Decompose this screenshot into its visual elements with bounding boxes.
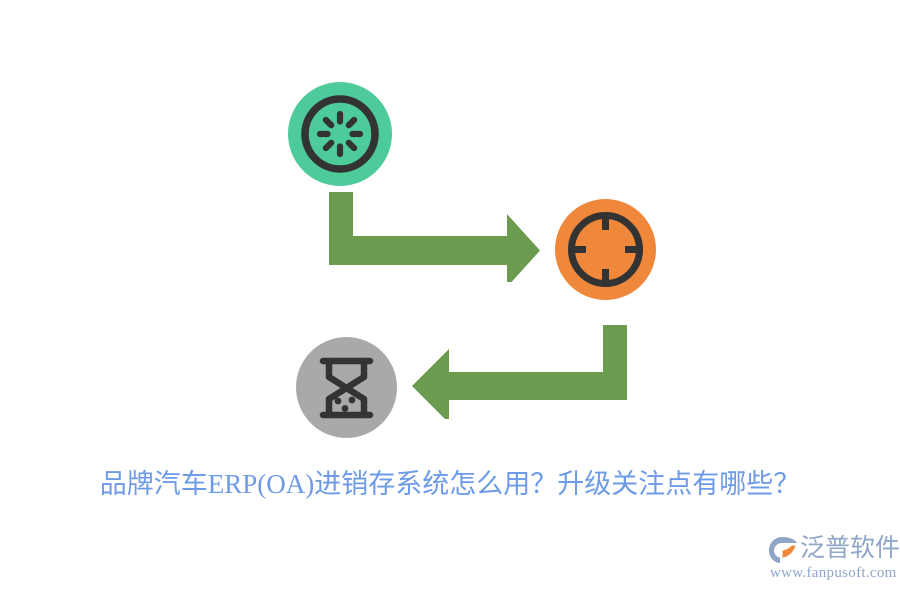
- hourglass-icon: [319, 357, 374, 419]
- fanpu-swoosh-logo-icon: [768, 536, 798, 564]
- watermark-url: www.fanpusoft.com: [770, 565, 897, 581]
- watermark: 泛普软件 www.fanpusoft.com: [768, 534, 900, 586]
- elbow-arrow-down-right-icon: [329, 192, 540, 282]
- node-loading-badge: [288, 82, 392, 186]
- elbow-arrow-down-left-icon: [412, 325, 627, 419]
- caption-text: 品牌汽车ERP(OA)进销存系统怎么用？升级关注点有哪些？: [99, 469, 801, 499]
- node-target-badge: [555, 199, 656, 300]
- crosshair-target-icon: [568, 212, 643, 287]
- connector-target-to-hourglass: [412, 325, 627, 419]
- loading-spinner-icon: [301, 95, 379, 173]
- node-hourglass-badge: [296, 337, 397, 438]
- connector-loading-to-target: [329, 192, 540, 282]
- watermark-brand-name: 泛普软件: [800, 534, 900, 562]
